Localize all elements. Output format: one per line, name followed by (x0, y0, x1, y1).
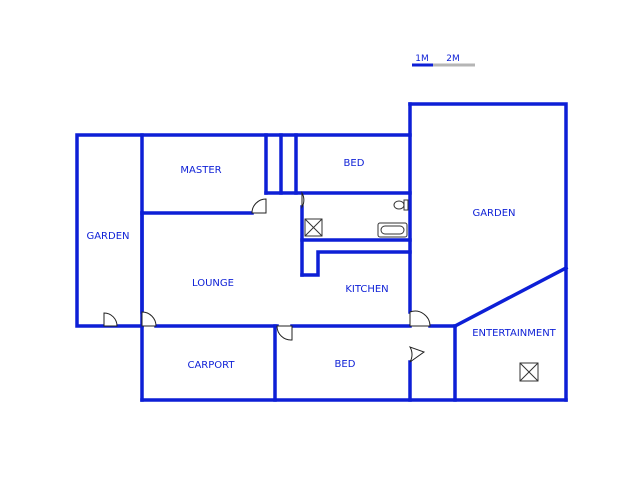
room-labels: GARDEN MASTER BED GARDEN LOUNGE KITCHEN … (86, 158, 556, 371)
doors (103, 191, 431, 363)
braai-fixture (519, 362, 539, 382)
door-master (251, 198, 267, 214)
door-kitchen-right (409, 310, 431, 327)
room-label-bed-bottom: BED (335, 359, 356, 370)
scale-label-2m: 2M (446, 54, 460, 64)
room-label-garden-right: GARDEN (472, 208, 515, 219)
scale-label-1m: 1M (415, 54, 429, 64)
shower-cross-2 (304, 218, 323, 237)
walls (75, 102, 569, 402)
bathtub-inner (380, 225, 405, 235)
bathroom-fixtures (304, 199, 409, 238)
door-bath (301, 191, 305, 209)
room-label-master: MASTER (180, 165, 221, 176)
braai-cross-2 (519, 362, 539, 382)
toilet-icon (393, 200, 405, 210)
door-bed-side (408, 346, 426, 363)
room-label-lounge: LOUNGE (192, 278, 234, 289)
door-garden-left (103, 312, 118, 327)
wall-diagonal (452, 265, 569, 329)
door-bed-bottom (276, 325, 293, 341)
room-label-bed-top: BED (344, 158, 365, 169)
room-label-entertainment: ENTERTAINMENT (472, 328, 556, 339)
room-label-kitchen: KITCHEN (345, 284, 388, 295)
room-label-carport: CARPORT (187, 360, 235, 371)
toilet-tank (403, 199, 409, 211)
scale-bar: 1M 2M (412, 54, 475, 67)
room-label-garden-left: GARDEN (86, 231, 129, 242)
wall-kitchen-top (300, 250, 412, 277)
wall-garden-right (408, 102, 568, 402)
door-lounge-left (141, 311, 157, 327)
